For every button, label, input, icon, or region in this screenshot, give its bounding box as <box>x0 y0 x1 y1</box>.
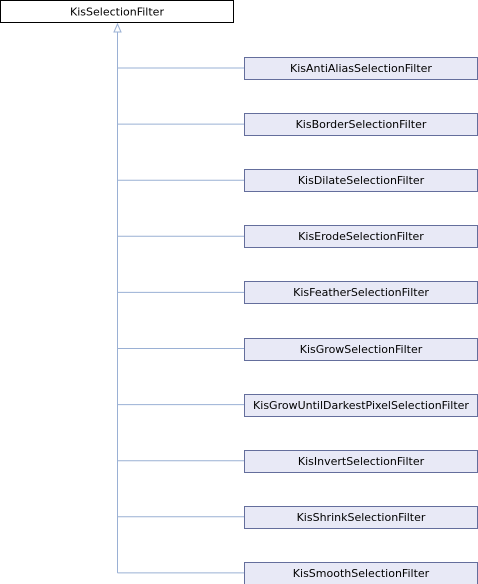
base-class-node[interactable]: KisSelectionFilter <box>0 0 234 23</box>
derived-class-node[interactable]: KisBorderSelectionFilter <box>244 113 478 136</box>
derived-class-label: KisShrinkSelectionFilter <box>297 511 426 524</box>
derived-class-label: KisAntiAliasSelectionFilter <box>290 62 432 75</box>
inheritance-arrowhead <box>113 22 122 33</box>
derived-class-label: KisGrowUntilDarkestPixelSelectionFilter <box>253 399 469 412</box>
derived-class-node[interactable]: KisInvertSelectionFilter <box>244 450 478 473</box>
derived-class-label: KisSmoothSelectionFilter <box>293 567 430 580</box>
derived-class-node[interactable]: KisShrinkSelectionFilter <box>244 506 478 529</box>
inheritance-edges <box>113 22 245 574</box>
derived-class-label: KisGrowSelectionFilter <box>300 343 423 356</box>
derived-class-node[interactable]: KisDilateSelectionFilter <box>244 169 478 192</box>
derived-class-node[interactable]: KisFeatherSelectionFilter <box>244 281 478 304</box>
derived-class-node[interactable]: KisErodeSelectionFilter <box>244 225 478 248</box>
base-class-label: KisSelectionFilter <box>70 6 164 19</box>
derived-class-list: KisAntiAliasSelectionFilterKisBorderSele… <box>244 57 478 584</box>
derived-class-label: KisInvertSelectionFilter <box>298 455 425 468</box>
derived-class-label: KisErodeSelectionFilter <box>298 230 424 243</box>
derived-class-label: KisDilateSelectionFilter <box>298 174 425 187</box>
base-class-box <box>0 0 234 23</box>
derived-class-label: KisBorderSelectionFilter <box>296 118 427 131</box>
derived-class-node[interactable]: KisGrowSelectionFilter <box>244 338 478 361</box>
derived-class-label: KisFeatherSelectionFilter <box>293 286 429 299</box>
derived-class-node[interactable]: KisSmoothSelectionFilter <box>244 562 478 584</box>
derived-class-node[interactable]: KisAntiAliasSelectionFilter <box>244 57 478 80</box>
derived-class-node[interactable]: KisGrowUntilDarkestPixelSelectionFilter <box>244 394 478 417</box>
